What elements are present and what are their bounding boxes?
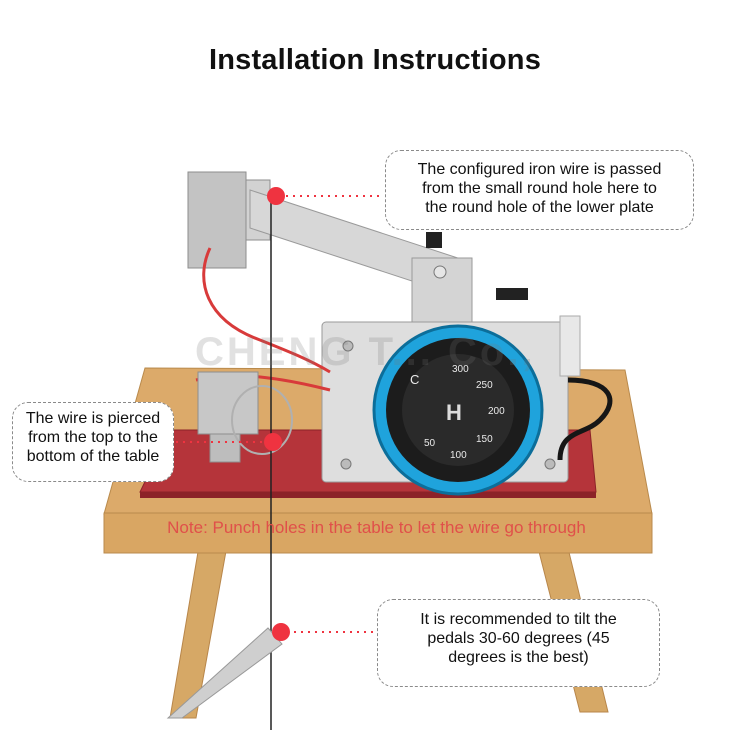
dial-labels: 300 250 200 150 100 50 C: [410, 364, 505, 461]
table-front-edge: [103, 512, 653, 554]
dial-label-100: 100: [450, 450, 467, 461]
dial-logo-icon: H: [446, 400, 462, 425]
callout-left-line: The wire is pierced: [25, 410, 161, 427]
dial-label-300: 300: [452, 364, 469, 375]
callout-top-line: from the small round hole here to: [422, 180, 657, 197]
callout-top-line: The configured iron wire is passed: [417, 161, 662, 178]
callout-bottom: It is recommended to tilt the pedals 30-…: [377, 599, 660, 687]
callout-top: The configured iron wire is passed from …: [385, 150, 694, 230]
lower-block: [197, 371, 259, 435]
marker-dot-bottom: [272, 623, 290, 641]
lower-bracket: [209, 433, 241, 463]
adjust-screw-icon: [496, 288, 528, 300]
dial-label-50: 50: [424, 438, 436, 449]
callout-left-line: bottom of the table: [26, 448, 160, 465]
screw-icon: [342, 340, 354, 352]
arm-clamp-block: [187, 171, 247, 269]
box-cap: [559, 315, 581, 377]
screw-icon: [433, 265, 447, 279]
table-note: Note: Punch holes in the table to let th…: [167, 518, 586, 537]
dial-label-150: 150: [476, 434, 493, 445]
callout-top-line: the round hole of the lower plate: [425, 199, 654, 216]
marker-dot-top: [267, 187, 285, 205]
red-wire: [202, 247, 331, 374]
dial-label-250: 250: [476, 380, 493, 391]
base-plate-edge: [140, 492, 596, 498]
callout-left-line: from the top to the: [28, 429, 158, 446]
callout-bottom-line: It is recommended to tilt the: [420, 611, 617, 628]
watermark: CHENG T... Co.,: [195, 330, 536, 374]
callout-bottom-line: degrees is the best): [448, 649, 589, 666]
power-cable: [557, 377, 613, 461]
callout-left: The wire is pierced from the top to the …: [12, 402, 174, 482]
callout-bottom-line: pedals 30-60 degrees (45: [427, 630, 610, 647]
marker-dot-left: [264, 433, 282, 451]
dial-label-200: 200: [488, 406, 505, 417]
knob-icon: [426, 232, 442, 248]
dial-inner: [402, 354, 514, 466]
spring-coil: [231, 385, 293, 455]
screw-icon: [340, 458, 352, 470]
page-title: Installation Instructions: [208, 44, 542, 76]
screw-icon: [544, 458, 556, 470]
dial-label-c: C: [410, 372, 419, 387]
